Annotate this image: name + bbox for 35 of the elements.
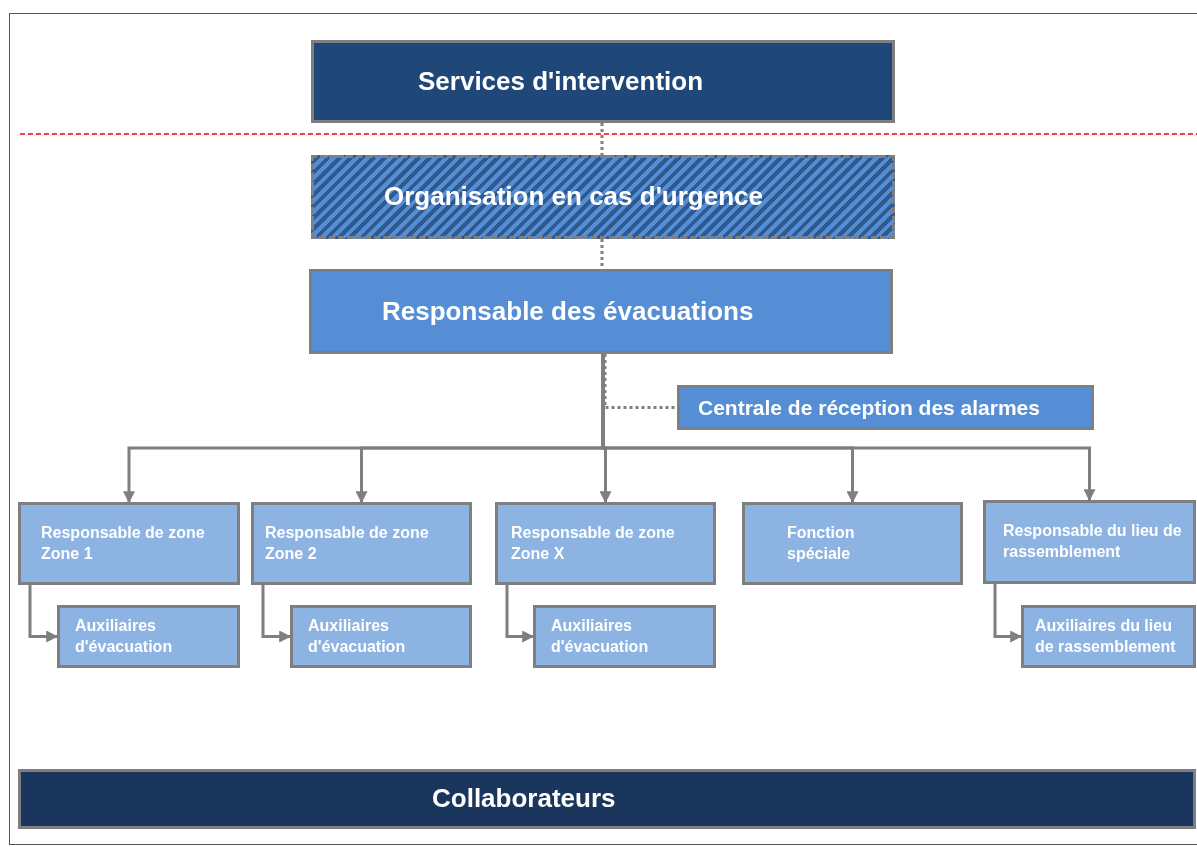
role-title: Responsable de zone Zone 2 xyxy=(264,522,430,564)
role-box xyxy=(18,502,240,585)
role-title: Auxiliaires du lieu de rassemblement xyxy=(1034,615,1177,657)
role-title: Responsable des évacuations xyxy=(381,294,755,328)
role-title: Auxiliaires d'évacuation xyxy=(307,615,407,657)
header-box xyxy=(311,40,895,123)
role-title: Responsable de zone Zone X xyxy=(510,522,676,564)
role-box xyxy=(1021,605,1196,668)
role-box xyxy=(251,502,472,585)
role-title: Auxiliaires d'évacuation xyxy=(74,615,174,657)
arrow xyxy=(993,584,1023,643)
role-box xyxy=(309,269,893,354)
role-title: Collaborateurs xyxy=(431,782,617,816)
role-box xyxy=(290,605,472,668)
hatched-box xyxy=(311,155,895,239)
dotted-connector xyxy=(603,354,677,409)
role-box xyxy=(495,502,716,585)
role-box xyxy=(57,605,240,668)
role-title: Centrale de réception des alarmes xyxy=(697,394,1041,421)
arrow xyxy=(505,585,535,643)
role-title: Organisation en cas d'urgence xyxy=(383,180,764,214)
footer-bar xyxy=(18,769,1196,829)
role-title: Responsable du lieu de rassemblement xyxy=(1002,521,1183,562)
dotted-connector xyxy=(600,239,604,269)
arrow xyxy=(28,585,59,643)
role-box xyxy=(533,605,716,668)
role-title: Fonction spéciale xyxy=(786,522,856,564)
dotted-connector xyxy=(600,123,604,155)
role-title: Responsable de zone Zone 1 xyxy=(40,522,206,564)
role-box xyxy=(677,385,1094,430)
role-title: Auxiliaires d'évacuation xyxy=(550,615,650,657)
role-title: Services d'intervention xyxy=(417,64,705,98)
role-box xyxy=(983,500,1196,584)
role-box xyxy=(742,502,963,585)
arrow xyxy=(261,585,292,643)
